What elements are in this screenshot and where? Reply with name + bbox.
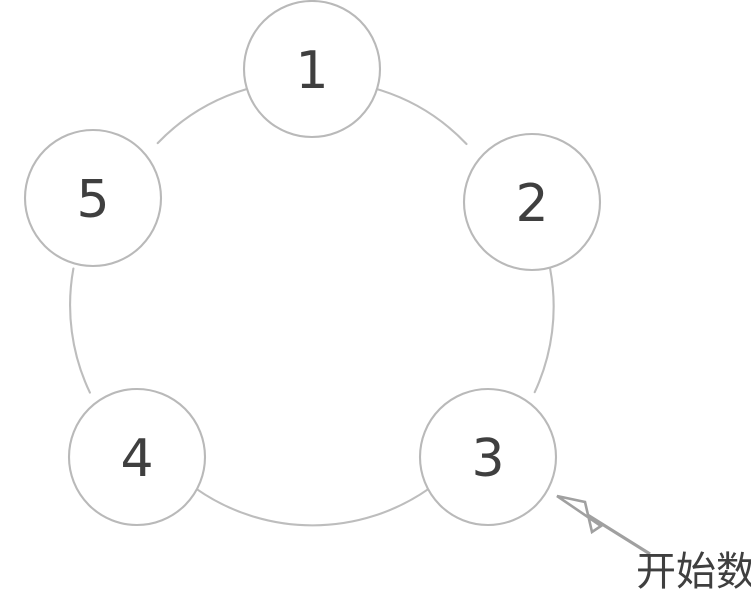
node-5[interactable]: 5 [23,128,163,268]
node-4-circle[interactable] [67,387,207,527]
node-5-label: 5 [76,170,109,230]
node-2-circle[interactable] [462,132,602,272]
arrow-head-icon [556,494,604,535]
node-3-circle[interactable] [418,387,558,527]
edge-2-3 [533,268,555,394]
node-1[interactable]: 1 [242,0,382,139]
node-group: 1 2 3 4 5 [23,0,602,527]
node-2[interactable]: 2 [462,132,602,272]
node-4-label: 4 [120,429,153,489]
edge-5-1 [156,87,248,145]
node-2-label: 2 [515,174,548,234]
edge-4-5 [69,267,91,394]
node-4[interactable]: 4 [67,387,207,527]
node-5-circle[interactable] [23,128,163,268]
edge-3-4 [195,487,430,527]
start-count-annotation-label: 开始数 [636,549,751,595]
edge-1-2 [375,88,468,146]
node-1-circle[interactable] [242,0,382,139]
node-1-label: 1 [295,41,328,101]
arrow-shaft [585,512,651,556]
node-3[interactable]: 3 [418,387,558,527]
start-annotation-arrow [556,494,651,556]
node-3-label: 3 [471,429,504,489]
edge-group [69,87,555,527]
